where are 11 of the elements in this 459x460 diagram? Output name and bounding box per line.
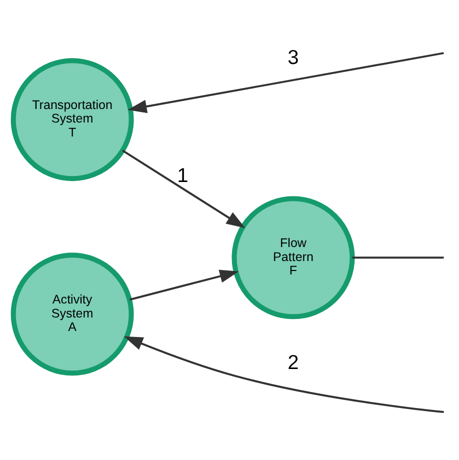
edge-label: 1 [177,164,188,187]
arrow [124,336,444,413]
node-circle: Flow Pattern F [232,196,355,319]
arrow [130,269,239,300]
connector [352,256,444,258]
node-circle: Transportation System T [10,58,134,181]
node-circle: Activity System A [10,252,134,376]
edge-label: 3 [288,46,299,69]
arrow [122,149,246,228]
arrow [128,52,444,113]
edge-label: 2 [288,352,299,374]
